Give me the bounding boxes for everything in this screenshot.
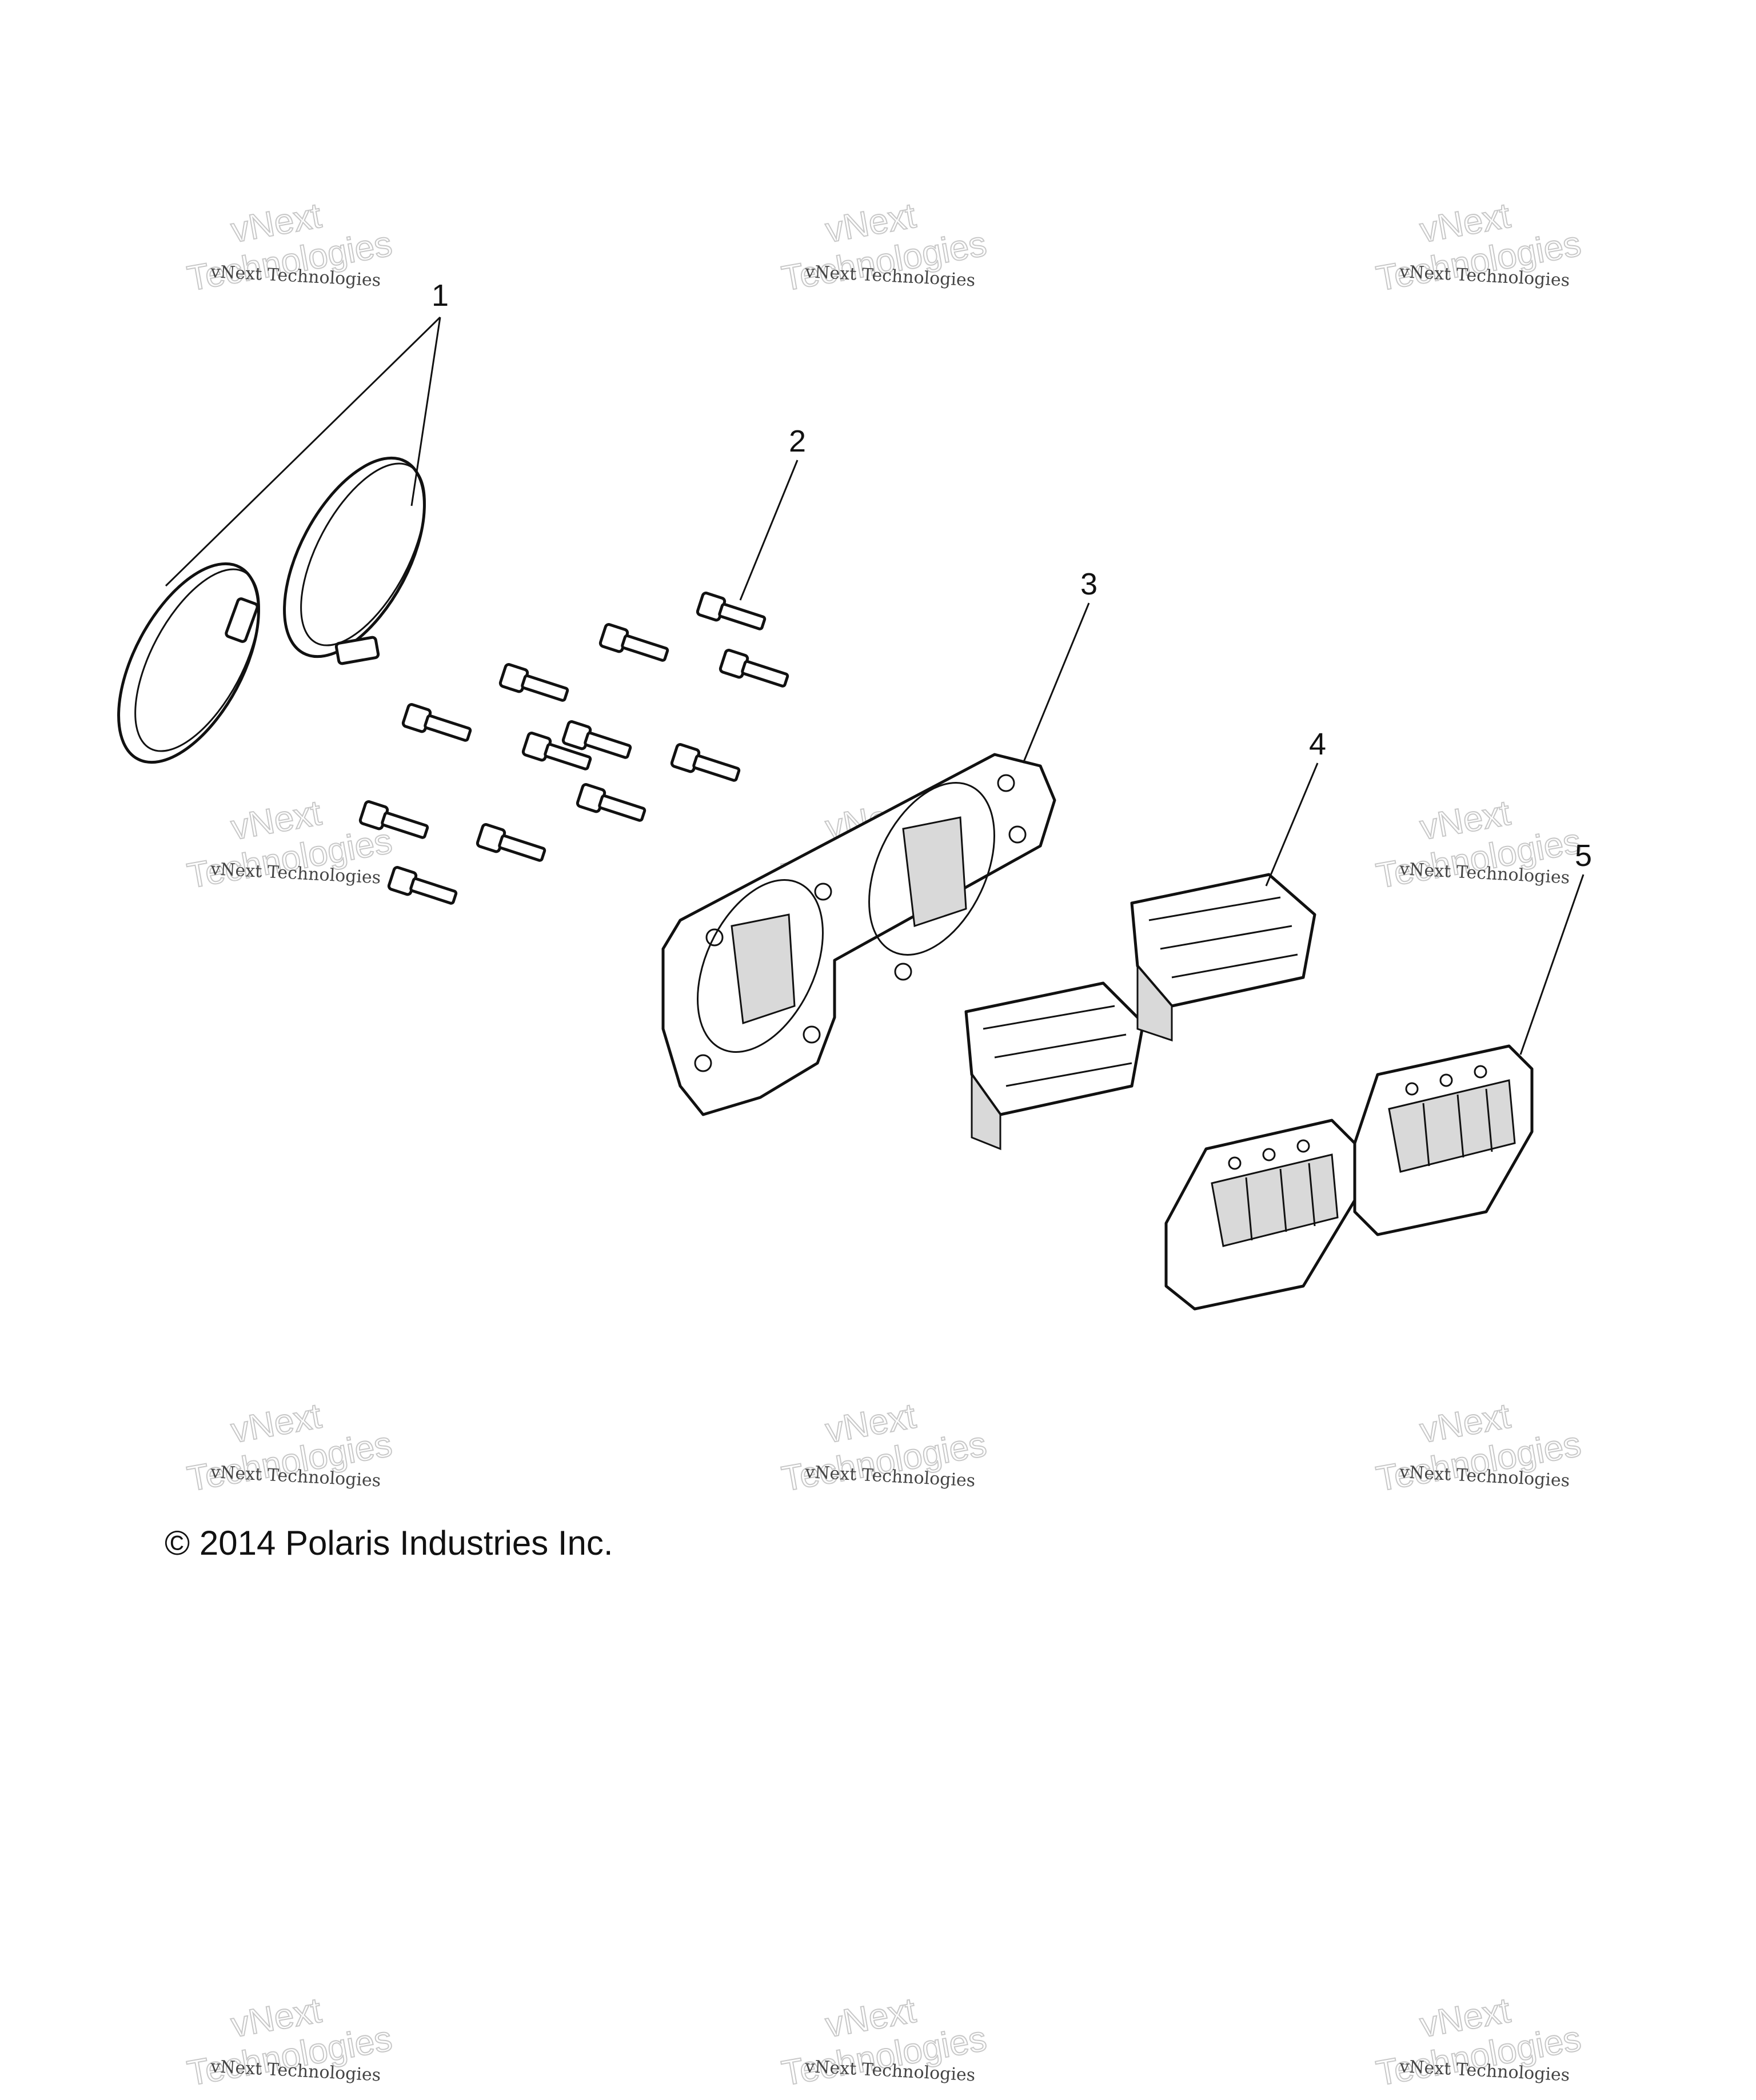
reed-stop — [1130, 873, 1316, 1042]
copyright-text: © 2014 Polaris Industries Inc. — [165, 1524, 613, 1562]
bolt — [696, 592, 767, 630]
part-reed-valves — [1164, 1044, 1534, 1311]
bolt — [498, 663, 569, 702]
callout-4: 4 — [1309, 727, 1326, 761]
callout-2: 2 — [789, 424, 806, 458]
bolt — [598, 623, 669, 662]
leader-lines — [165, 316, 1585, 1055]
part-gasket-plate — [661, 753, 1056, 1116]
bolt — [561, 720, 632, 759]
part-hose-clamps — [117, 456, 426, 764]
bolt — [719, 649, 789, 688]
bolt — [476, 823, 546, 862]
bolt — [358, 800, 429, 839]
callout-labels: 1 2 3 4 5 — [432, 278, 1592, 873]
callout-1: 1 — [432, 278, 449, 313]
callout-5: 5 — [1575, 839, 1592, 873]
callout-3: 3 — [1080, 567, 1098, 601]
bolt — [576, 783, 646, 822]
reed-stop — [964, 981, 1145, 1151]
bolt — [387, 866, 458, 905]
hose-clamp — [283, 456, 426, 665]
part-reed-stops — [964, 873, 1316, 1151]
bolt — [401, 703, 472, 742]
reed-valve — [1164, 1119, 1356, 1311]
part-bolts — [358, 592, 789, 905]
bolt — [670, 743, 741, 782]
bolt — [521, 732, 592, 770]
hose-clamp — [117, 562, 260, 764]
reed-valve — [1353, 1044, 1534, 1236]
